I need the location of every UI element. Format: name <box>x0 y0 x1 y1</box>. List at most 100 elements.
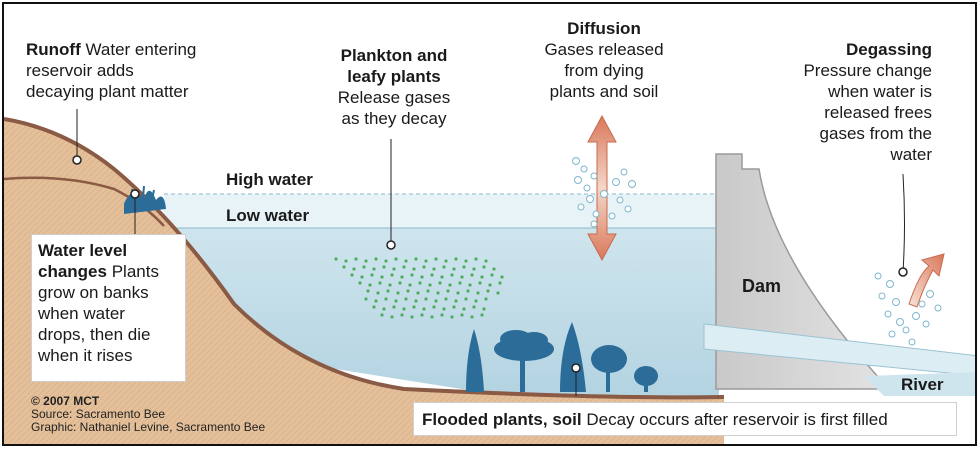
plankton-dot <box>364 297 368 301</box>
plankton-dot <box>500 275 504 279</box>
leader-dots <box>72 155 908 373</box>
plankton-dot <box>374 299 378 303</box>
plankton-dot <box>366 289 370 293</box>
plankton-dot <box>430 273 434 277</box>
plankton-dot <box>432 305 436 309</box>
plankton-dot <box>450 315 454 319</box>
gas-bubble <box>624 205 632 213</box>
plankton-dot <box>482 265 486 269</box>
degassing-line4: gases from the <box>819 124 932 143</box>
runoff-label: Runoff Water entering reservoir adds dec… <box>26 39 246 102</box>
gas-bubble <box>586 195 594 203</box>
plankton-dot <box>428 283 432 287</box>
plankton-dot <box>444 259 448 263</box>
degassing-line2: when water is <box>828 82 932 101</box>
wlc-line3: when water <box>38 304 125 323</box>
plankton-dot <box>424 297 428 301</box>
plankton-dot <box>390 273 394 277</box>
plankton-dot <box>422 307 426 311</box>
plankton-line1: Release gases <box>337 88 451 107</box>
plankton-dot <box>364 259 368 263</box>
diffusion-line3: plants and soil <box>549 82 659 101</box>
upper-bank-edge <box>4 176 165 227</box>
plankton-dot <box>468 283 472 287</box>
plankton-dot <box>440 313 444 317</box>
degassing-line3: released frees <box>824 103 932 122</box>
plankton-dot <box>374 257 378 261</box>
river-water <box>864 372 975 396</box>
plankton-dot <box>372 305 376 309</box>
flooded-text: Decay occurs after reservoir is first fi… <box>581 410 888 429</box>
plankton-dot <box>416 291 420 295</box>
diffusion-bubbles <box>572 157 636 228</box>
plankton-dot <box>418 281 422 285</box>
gas-bubble <box>908 338 916 346</box>
gas-bubble <box>886 280 894 288</box>
plankton-dot <box>480 275 484 279</box>
wlc-line4: drops, then die <box>38 325 151 344</box>
runoff-line2: reservoir adds <box>26 61 134 80</box>
plankton-dot <box>498 281 502 285</box>
gas-bubble <box>590 220 598 228</box>
gas-bubble <box>592 210 600 218</box>
plankton-dot <box>396 291 400 295</box>
flooded-title: Flooded plants, soil <box>422 410 582 429</box>
plankton-dot <box>400 313 404 317</box>
plankton-dot <box>456 291 460 295</box>
runoff-title: Runoff <box>26 40 81 59</box>
plankton-dot <box>482 307 486 311</box>
plankton-dot <box>426 289 430 293</box>
degassing-arrow-icon <box>908 253 945 308</box>
plankton-dot <box>392 305 396 309</box>
runoff-line1: Water entering <box>85 40 197 59</box>
plankton-dot <box>372 267 376 271</box>
plankton-title2: leafy plants <box>347 67 441 86</box>
plankton-dot <box>458 281 462 285</box>
plankton-dot <box>454 257 458 261</box>
gas-bubble <box>628 180 636 188</box>
plankton-dot <box>344 259 348 263</box>
plankton-dot <box>436 291 440 295</box>
gas-bubble <box>902 326 910 334</box>
plankton-dot <box>438 281 442 285</box>
plankton-dot <box>454 299 458 303</box>
plankton-dot <box>390 315 394 319</box>
plankton-dot <box>362 265 366 269</box>
plankton-dot <box>388 283 392 287</box>
graphic-credit-text: Graphic: Nathaniel Levine, Sacramento Be… <box>31 420 266 434</box>
plankton-dot <box>448 283 452 287</box>
degassing-label: Degassing Pressure change when water is … <box>764 39 932 165</box>
plankton-dot <box>488 283 492 287</box>
gas-bubble <box>583 184 591 192</box>
plankton-dot <box>370 273 374 277</box>
plankton-dot <box>402 307 406 311</box>
plankton-dot <box>484 297 488 301</box>
plankton-label: Plankton and leafy plants Release gases … <box>324 45 464 129</box>
plankton-dot <box>466 289 470 293</box>
plankton-dot <box>442 265 446 269</box>
gas-bubble <box>580 165 588 173</box>
plankton-dot <box>492 267 496 271</box>
plankton-dot <box>470 273 474 277</box>
diffusion-title: Diffusion <box>567 19 641 38</box>
gas-bubble <box>574 176 582 184</box>
plankton-dot <box>394 299 398 303</box>
plankton-dot <box>452 305 456 309</box>
plankton-dot <box>412 267 416 271</box>
plankton-dot <box>342 265 346 269</box>
plankton-dot <box>420 313 424 317</box>
plankton-dot <box>352 267 356 271</box>
plankton-dot <box>406 289 410 293</box>
water-level-changes-box: Water level changes Plants grow on banks… <box>31 234 186 382</box>
plankton-dot <box>404 297 408 301</box>
plankton-dot <box>414 299 418 303</box>
plankton-dot <box>442 307 446 311</box>
plankton-dot <box>384 297 388 301</box>
high-water-label: High water <box>226 170 313 189</box>
plankton-dot <box>464 297 468 301</box>
gas-bubble <box>934 304 942 312</box>
copyright-text: © 2007 MCT <box>31 394 100 408</box>
gas-bubble <box>926 290 934 298</box>
plankton-dot <box>400 275 404 279</box>
